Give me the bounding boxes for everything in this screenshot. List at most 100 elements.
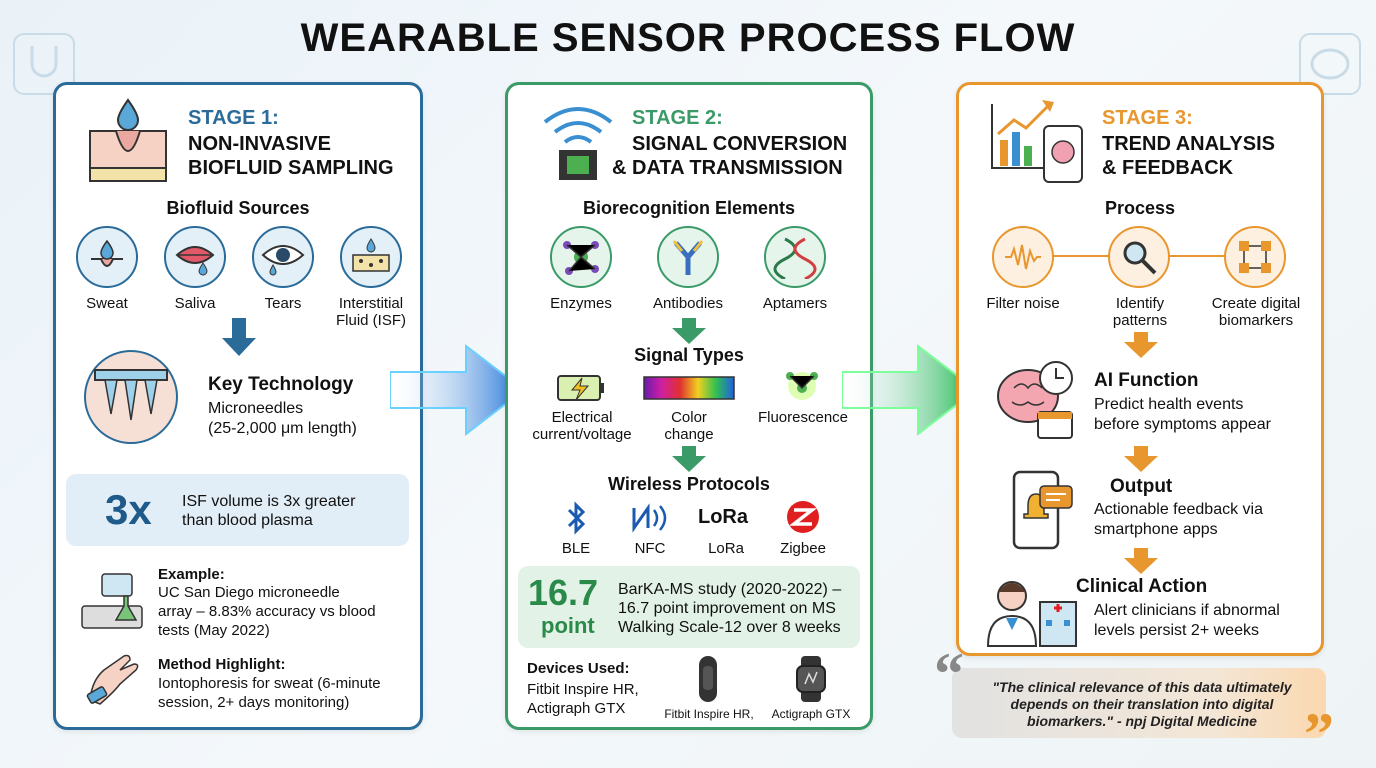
quote-line1: "The clinical relevance of this data ult…	[992, 679, 1292, 695]
isf-stat-box	[66, 474, 409, 546]
clinical-action-line1: Alert clinicians if abnormal	[1094, 602, 1280, 619]
device-actigraph-label: Actigraph GTX	[771, 707, 851, 721]
example-line2: array – 8.83% accuracy vs blood	[158, 603, 376, 620]
interstitial-fluid-icon	[340, 226, 402, 288]
brain-icon	[1299, 33, 1361, 95]
example-line3: tests (May 2022)	[158, 622, 270, 639]
waveform-icon	[992, 226, 1054, 288]
stage3-label: STAGE 3:	[1102, 107, 1193, 129]
sweat-icon	[76, 226, 138, 288]
lab-flask-icon	[81, 573, 143, 629]
doctor-hospital-icon	[986, 581, 1077, 647]
process-identify-line1: Identify	[1115, 295, 1165, 312]
arrow-down-icon	[222, 318, 256, 356]
barka-line2: 16.7 point improvement on MS	[618, 600, 836, 617]
devices-used-title: Devices Used:	[527, 660, 630, 677]
method-line2: session, 2+ days monitoring)	[158, 694, 350, 711]
quote-line3: biomarkers." - npj Digital Medicine	[1027, 713, 1257, 729]
stage-arrow-2	[842, 343, 978, 437]
biorecognition-title: Biorecognition Elements	[582, 198, 796, 218]
method-line1: Iontophoresis for sweat (6-minute	[158, 675, 381, 692]
microneedle-icon	[84, 350, 178, 444]
barka-stat-unit: point	[541, 613, 595, 638]
antibody-icon	[657, 226, 719, 288]
protocol-nfc: NFC	[634, 540, 666, 557]
isf-stat-value: 3x	[105, 486, 152, 533]
isf-stat-line1: ISF volume is 3x greater	[182, 493, 356, 510]
actigraph-watch-icon	[796, 656, 826, 702]
stage3-title-line1: TREND ANALYSIS	[1102, 133, 1275, 155]
saliva-icon	[164, 226, 226, 288]
phone-notification-icon	[1012, 470, 1073, 550]
chip-wireless-icon	[543, 107, 613, 180]
color-spectrum-icon	[643, 376, 735, 400]
stage2-title-line2: & DATA TRANSMISSION	[612, 157, 843, 179]
hand-wristband-icon	[86, 654, 139, 705]
output-line1: Actionable feedback via	[1094, 501, 1263, 518]
signal-color-line1: Color	[671, 409, 707, 426]
source-sweat: Sweat	[86, 295, 128, 312]
open-quote-icon: “	[934, 641, 964, 707]
signal-electrical-line1: Electrical	[551, 409, 613, 426]
stage1-title-line2: BIOFLUID SAMPLING	[188, 157, 394, 179]
barka-stat-value: 16.7	[528, 572, 599, 613]
ai-function-line2: before symptoms appear	[1094, 416, 1271, 433]
arrow-down-icon	[672, 318, 706, 344]
device-fitbit-label: Fitbit Inspire HR,	[664, 707, 754, 721]
trend-chart-phone-icon	[991, 100, 1083, 183]
stage2-title-line1: SIGNAL CONVERSION	[632, 133, 848, 155]
barka-stat-box	[518, 566, 860, 648]
aptamer-icon	[764, 226, 826, 288]
output-title: Output	[1110, 476, 1173, 497]
signal-electrical-line2: current/voltage	[532, 426, 632, 443]
output-line2: smartphone apps	[1094, 521, 1218, 538]
source-saliva: Saliva	[174, 295, 216, 312]
process-identify-line2: patterns	[1112, 312, 1168, 329]
process-biomarkers-line1: Create digital	[1211, 295, 1301, 312]
stage1-title-line1: NON-INVASIVE	[188, 133, 331, 155]
tears-eye-icon	[252, 226, 314, 288]
fitbit-tracker-icon	[699, 656, 717, 702]
process-filter-noise: Filter noise	[986, 295, 1060, 312]
barka-line3: Walking Scale-12 over 8 weeks	[618, 619, 841, 636]
ai-function-title: AI Function	[1094, 370, 1199, 391]
fluorescence-molecule-icon	[786, 372, 818, 400]
signal-color-line2: change	[664, 426, 714, 443]
signal-fluorescence: Fluorescence	[757, 409, 849, 426]
battery-bolt-icon	[557, 375, 604, 401]
nfc-icon	[632, 503, 667, 533]
skin-droplet-icon	[89, 98, 167, 182]
quote-line2: depends on their translation into digita…	[1010, 696, 1274, 712]
lora-logo: LoRa	[698, 506, 748, 528]
devices-line1: Fitbit Inspire HR,	[527, 681, 639, 698]
close-quote-icon: ”	[1304, 701, 1334, 767]
quote-text: "The clinical relevance of this data ult…	[972, 679, 1312, 730]
zigbee-icon	[787, 501, 819, 533]
source-isf-line1: Interstitial	[338, 295, 404, 312]
brain-clock-icon	[997, 361, 1073, 439]
stage-arrow-1	[390, 343, 526, 437]
source-isf-line2: Fluid (ISF)	[335, 312, 406, 329]
bio-enzymes: Enzymes	[550, 295, 612, 312]
devices-line2: Actigraph GTX	[527, 700, 626, 717]
bio-antibodies: Antibodies	[652, 295, 724, 312]
stage2-label: STAGE 2:	[632, 107, 723, 129]
arrow-down-icon	[1124, 332, 1158, 358]
barka-line1: BarKA-MS study (2020-2022) –	[618, 581, 842, 598]
bio-aptamers: Aptamers	[762, 295, 828, 312]
quote-box	[952, 668, 1326, 738]
bluetooth-icon	[567, 501, 586, 535]
example-title: Example:	[158, 566, 225, 583]
isf-stat-line2: than blood plasma	[182, 512, 313, 529]
page-title: WEARABLE SENSOR PROCESS FLOW	[300, 16, 1076, 60]
signal-types-title: Signal Types	[634, 345, 744, 365]
protocol-ble: BLE	[561, 540, 591, 557]
biofluid-sources-title: Biofluid Sources	[166, 198, 310, 218]
stage1-label: STAGE 1:	[188, 107, 279, 129]
arrow-down-icon	[1124, 446, 1158, 472]
clinical-action-title: Clinical Action	[1076, 576, 1208, 597]
method-title: Method Highlight:	[158, 656, 286, 673]
protocol-zigbee: Zigbee	[780, 540, 826, 557]
key-technology-line1: Microneedles	[208, 400, 304, 417]
process-title: Process	[1104, 198, 1176, 218]
